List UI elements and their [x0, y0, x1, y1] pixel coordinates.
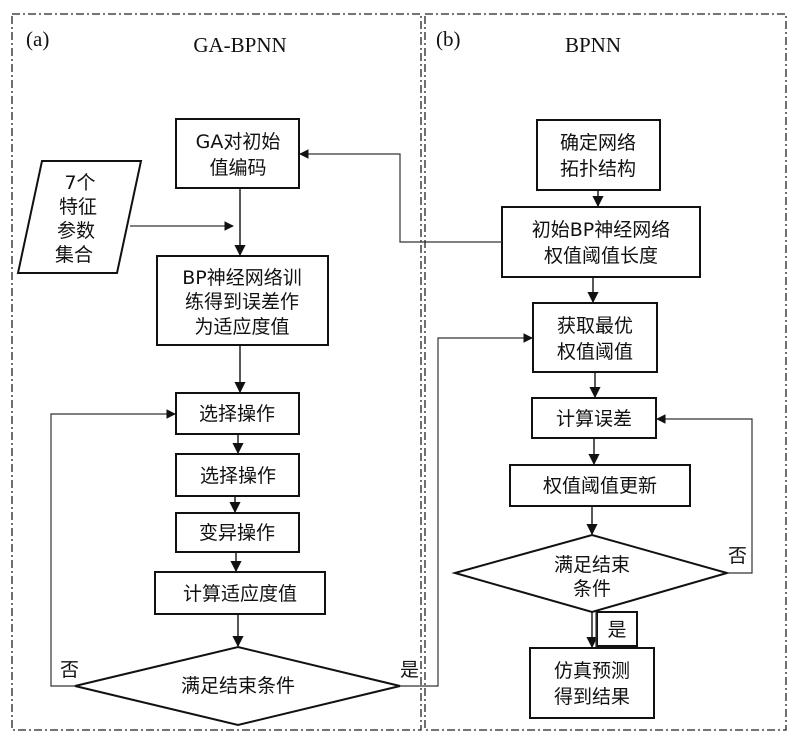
panel-b-border — [424, 13, 787, 731]
left-yes-label: 是 — [400, 659, 419, 681]
ga-encode-line2: 值编码 — [209, 157, 266, 179]
init-length-line2: 权值阈值长度 — [544, 245, 658, 267]
mutate-box — [175, 512, 300, 553]
right-yes-box — [596, 611, 638, 647]
ga-encode-line1: GA对初始 — [196, 131, 281, 153]
input-label: 7个 特征 参数 集合 — [55, 172, 97, 266]
optimal-line2: 权值阈值 — [557, 341, 633, 363]
svg-text:集合: 集合 — [55, 244, 93, 266]
topology-line1: 确定网络 — [560, 132, 636, 154]
init-length-to-ga-arrow — [299, 149, 502, 243]
update-box — [509, 464, 691, 507]
optimal-line1: 获取最优 — [557, 315, 633, 337]
svg-text:参数: 参数 — [57, 220, 95, 242]
optimal-weights-box — [532, 302, 658, 373]
svg-text:特征: 特征 — [59, 196, 97, 218]
right-yes-label: 是 — [607, 619, 626, 641]
left-yes-to-optimal — [400, 333, 533, 687]
panel-b-title: BPNN — [565, 33, 621, 57]
init-length-line1: 初始BP神经网络 — [532, 219, 671, 241]
panel-a-tag: (a) — [26, 27, 49, 51]
right-decision-line2: 条件 — [573, 578, 611, 600]
result-box — [529, 647, 655, 719]
init-length-box — [501, 206, 701, 278]
panel-b-tag: (b) — [436, 27, 461, 51]
ga-encode-box — [175, 118, 300, 189]
fitness-label: 计算适应度值 — [183, 583, 297, 605]
calc-error-label: 计算误差 — [556, 408, 632, 430]
right-no-loop — [656, 414, 753, 574]
topology-box — [536, 119, 661, 191]
left-no-label: 否 — [60, 659, 79, 681]
right-decision-line1: 满足结束 — [554, 554, 630, 576]
bp-train-line3: 为适应度值 — [194, 316, 289, 338]
left-decision-label: 满足结束条件 — [181, 675, 295, 697]
select2-label: 选择操作 — [200, 465, 276, 487]
bp-train-box — [156, 255, 329, 346]
mutate-label: 变异操作 — [199, 522, 275, 544]
bp-train-line2: 练得到误差作 — [185, 291, 299, 313]
select1-label: 选择操作 — [199, 403, 275, 425]
select1-box — [175, 392, 300, 435]
panel-a-title: GA-BPNN — [193, 33, 286, 57]
svg-text:7个: 7个 — [64, 172, 95, 194]
result-line2: 得到结果 — [554, 686, 630, 708]
right-no-label: 否 — [728, 545, 747, 567]
select2-box — [175, 453, 300, 497]
bp-train-line1: BP神经网络训 — [182, 267, 302, 289]
left-no-loop — [50, 409, 176, 687]
input-parallelogram — [16, 160, 143, 274]
update-label: 权值阈值更新 — [543, 475, 657, 497]
result-line1: 仿真预测 — [554, 660, 630, 682]
topology-line2: 拓扑结构 — [560, 158, 636, 180]
panel-a-border — [11, 13, 422, 731]
